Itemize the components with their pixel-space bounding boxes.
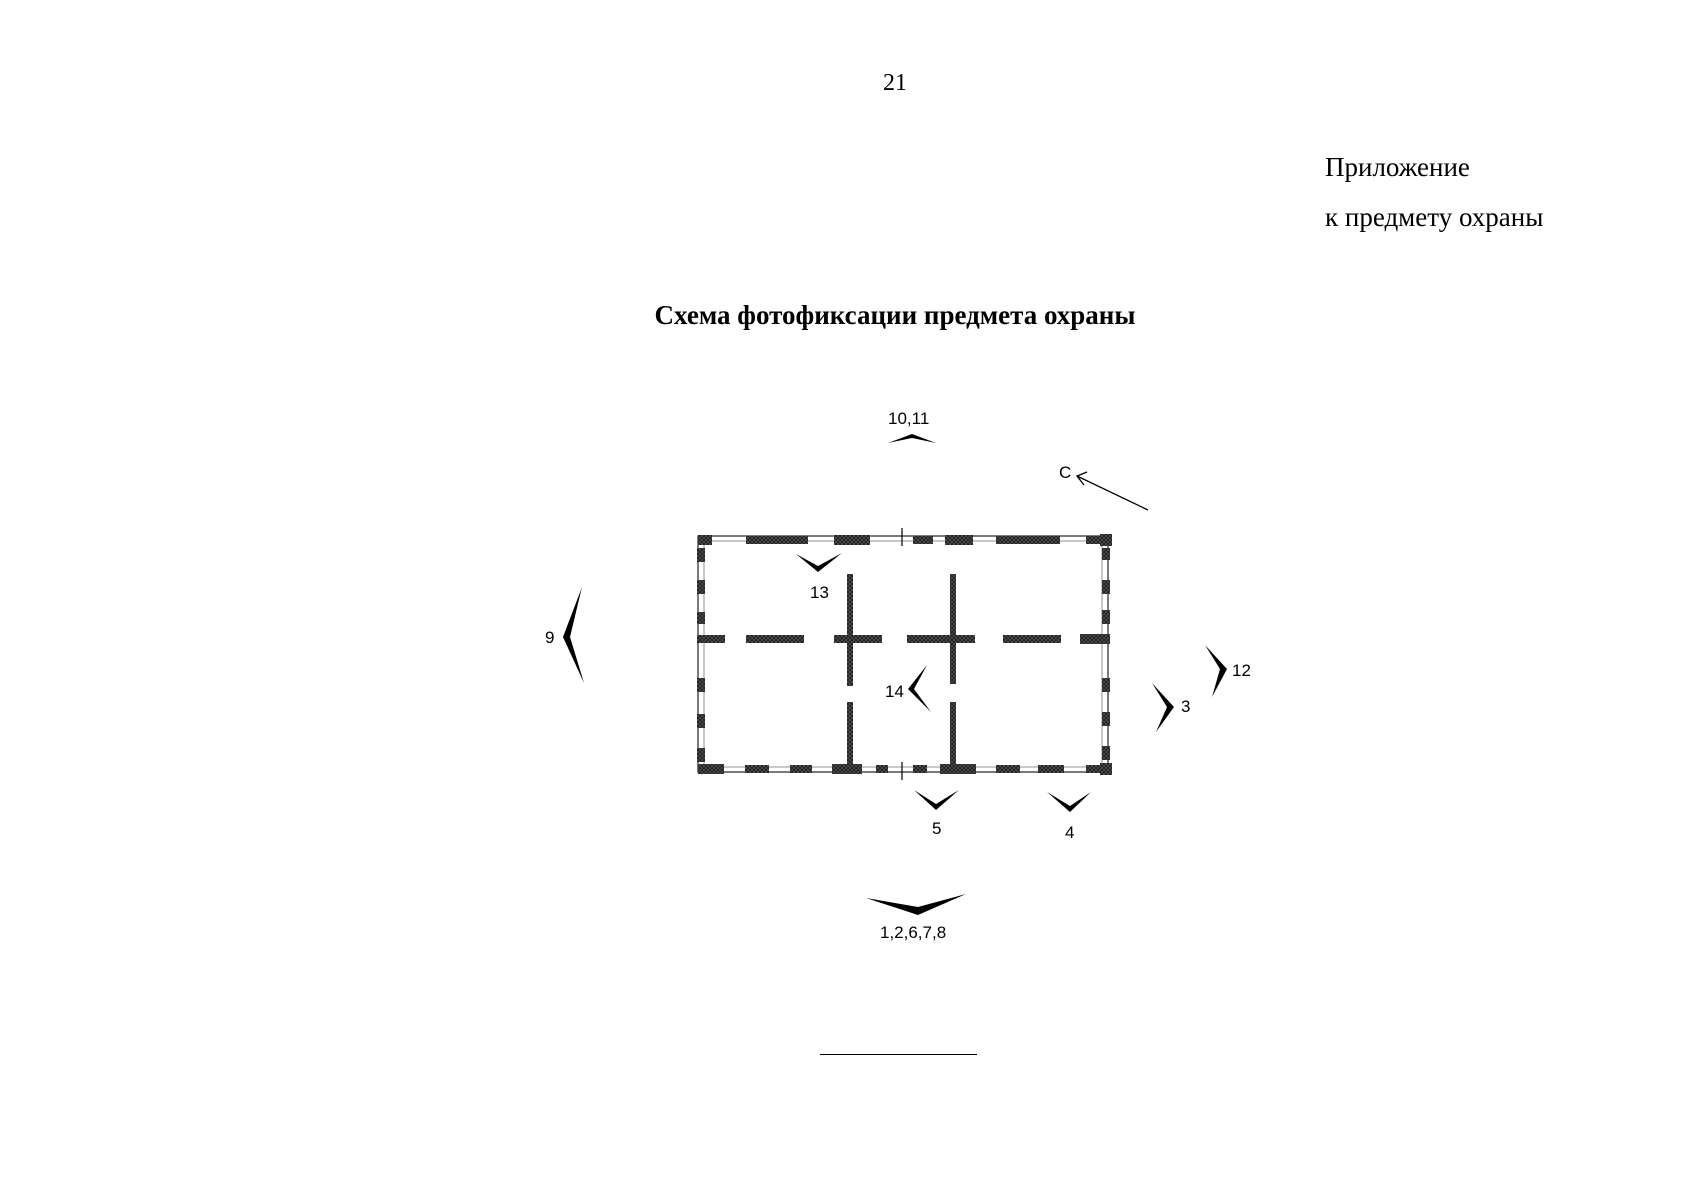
wall-segment (913, 536, 933, 544)
wall-segment (996, 536, 1060, 544)
inner-wall-outline (703, 540, 1103, 768)
view-label: 9 (545, 628, 554, 647)
wall-segment (913, 765, 927, 773)
view-marker-4: 4 (1047, 792, 1091, 842)
interior-wall (950, 574, 956, 684)
view-marker-13: 13 (796, 553, 842, 602)
wall-segment (697, 714, 705, 728)
wall-segment (1102, 678, 1110, 692)
wall-segment (940, 764, 976, 774)
view-label: 3 (1181, 697, 1190, 716)
wall-segment (1102, 580, 1110, 594)
wall-segment (746, 536, 808, 544)
wall-segment (698, 764, 724, 774)
wall-segment (1100, 763, 1112, 775)
view-label: 10,11 (888, 409, 929, 428)
view-label: 13 (810, 583, 829, 602)
appendix-line-2: к предмету охраны (1325, 202, 1544, 232)
wall-segment (1102, 610, 1110, 624)
wall-segment (697, 612, 705, 624)
outer-wall-outline (697, 535, 1109, 773)
view-label: 1,2,6,7,8 (880, 923, 946, 942)
wall-segment (1038, 765, 1064, 773)
interior-wall (1080, 634, 1110, 644)
view-marker-14: 14 (885, 665, 931, 712)
wall-segment (697, 580, 705, 594)
page-number: 21 (883, 70, 907, 96)
wall-segment (876, 765, 888, 773)
view-label: 14 (885, 682, 904, 701)
wall-segment (790, 765, 812, 773)
interior-wall (847, 702, 853, 764)
view-marker-9: 9 (545, 587, 584, 683)
view-label: 4 (1065, 823, 1074, 842)
wall-segment (1102, 746, 1110, 760)
wall-segment (832, 764, 862, 774)
interior-wall (907, 635, 975, 643)
appendix-line-1: Приложение (1325, 152, 1470, 182)
north-label: С (1059, 463, 1071, 482)
wall-segment (1100, 534, 1112, 546)
wall-segment (745, 765, 769, 773)
view-label: 12 (1232, 661, 1251, 680)
interior-wall (847, 574, 853, 686)
wall-segment (698, 535, 712, 545)
wall-segment (697, 548, 705, 562)
north-arrow: С (1059, 463, 1149, 511)
interior-wall (746, 635, 804, 643)
scheme-title: Схема фотофиксации предмета охраны (654, 300, 1136, 330)
wall-segment (1102, 712, 1110, 726)
wall-segment (945, 535, 973, 545)
footer-rule (820, 1054, 977, 1055)
appendix-heading: Приложение к предмету охраны (1325, 142, 1543, 242)
interior-wall (834, 635, 882, 643)
wall-segment (697, 748, 705, 762)
building-plan (697, 528, 1112, 780)
wall-segment (834, 535, 870, 545)
view-label: 5 (932, 819, 941, 838)
wall-segment (1086, 765, 1100, 773)
view-marker-1-2-6-7-8: 1,2,6,7,8 (866, 894, 966, 942)
interior-wall (697, 635, 725, 643)
view-marker-10-11: 10,11 (888, 409, 936, 443)
wall-segment (996, 765, 1020, 773)
view-marker-5: 5 (914, 790, 959, 838)
wall-segment (1102, 548, 1110, 560)
wall-segment (697, 678, 705, 692)
wall-segment (1086, 536, 1100, 544)
view-marker-12: 12 (1205, 645, 1251, 697)
view-marker-3: 3 (1152, 683, 1190, 732)
interior-wall (950, 702, 956, 764)
interior-wall (1003, 635, 1061, 643)
